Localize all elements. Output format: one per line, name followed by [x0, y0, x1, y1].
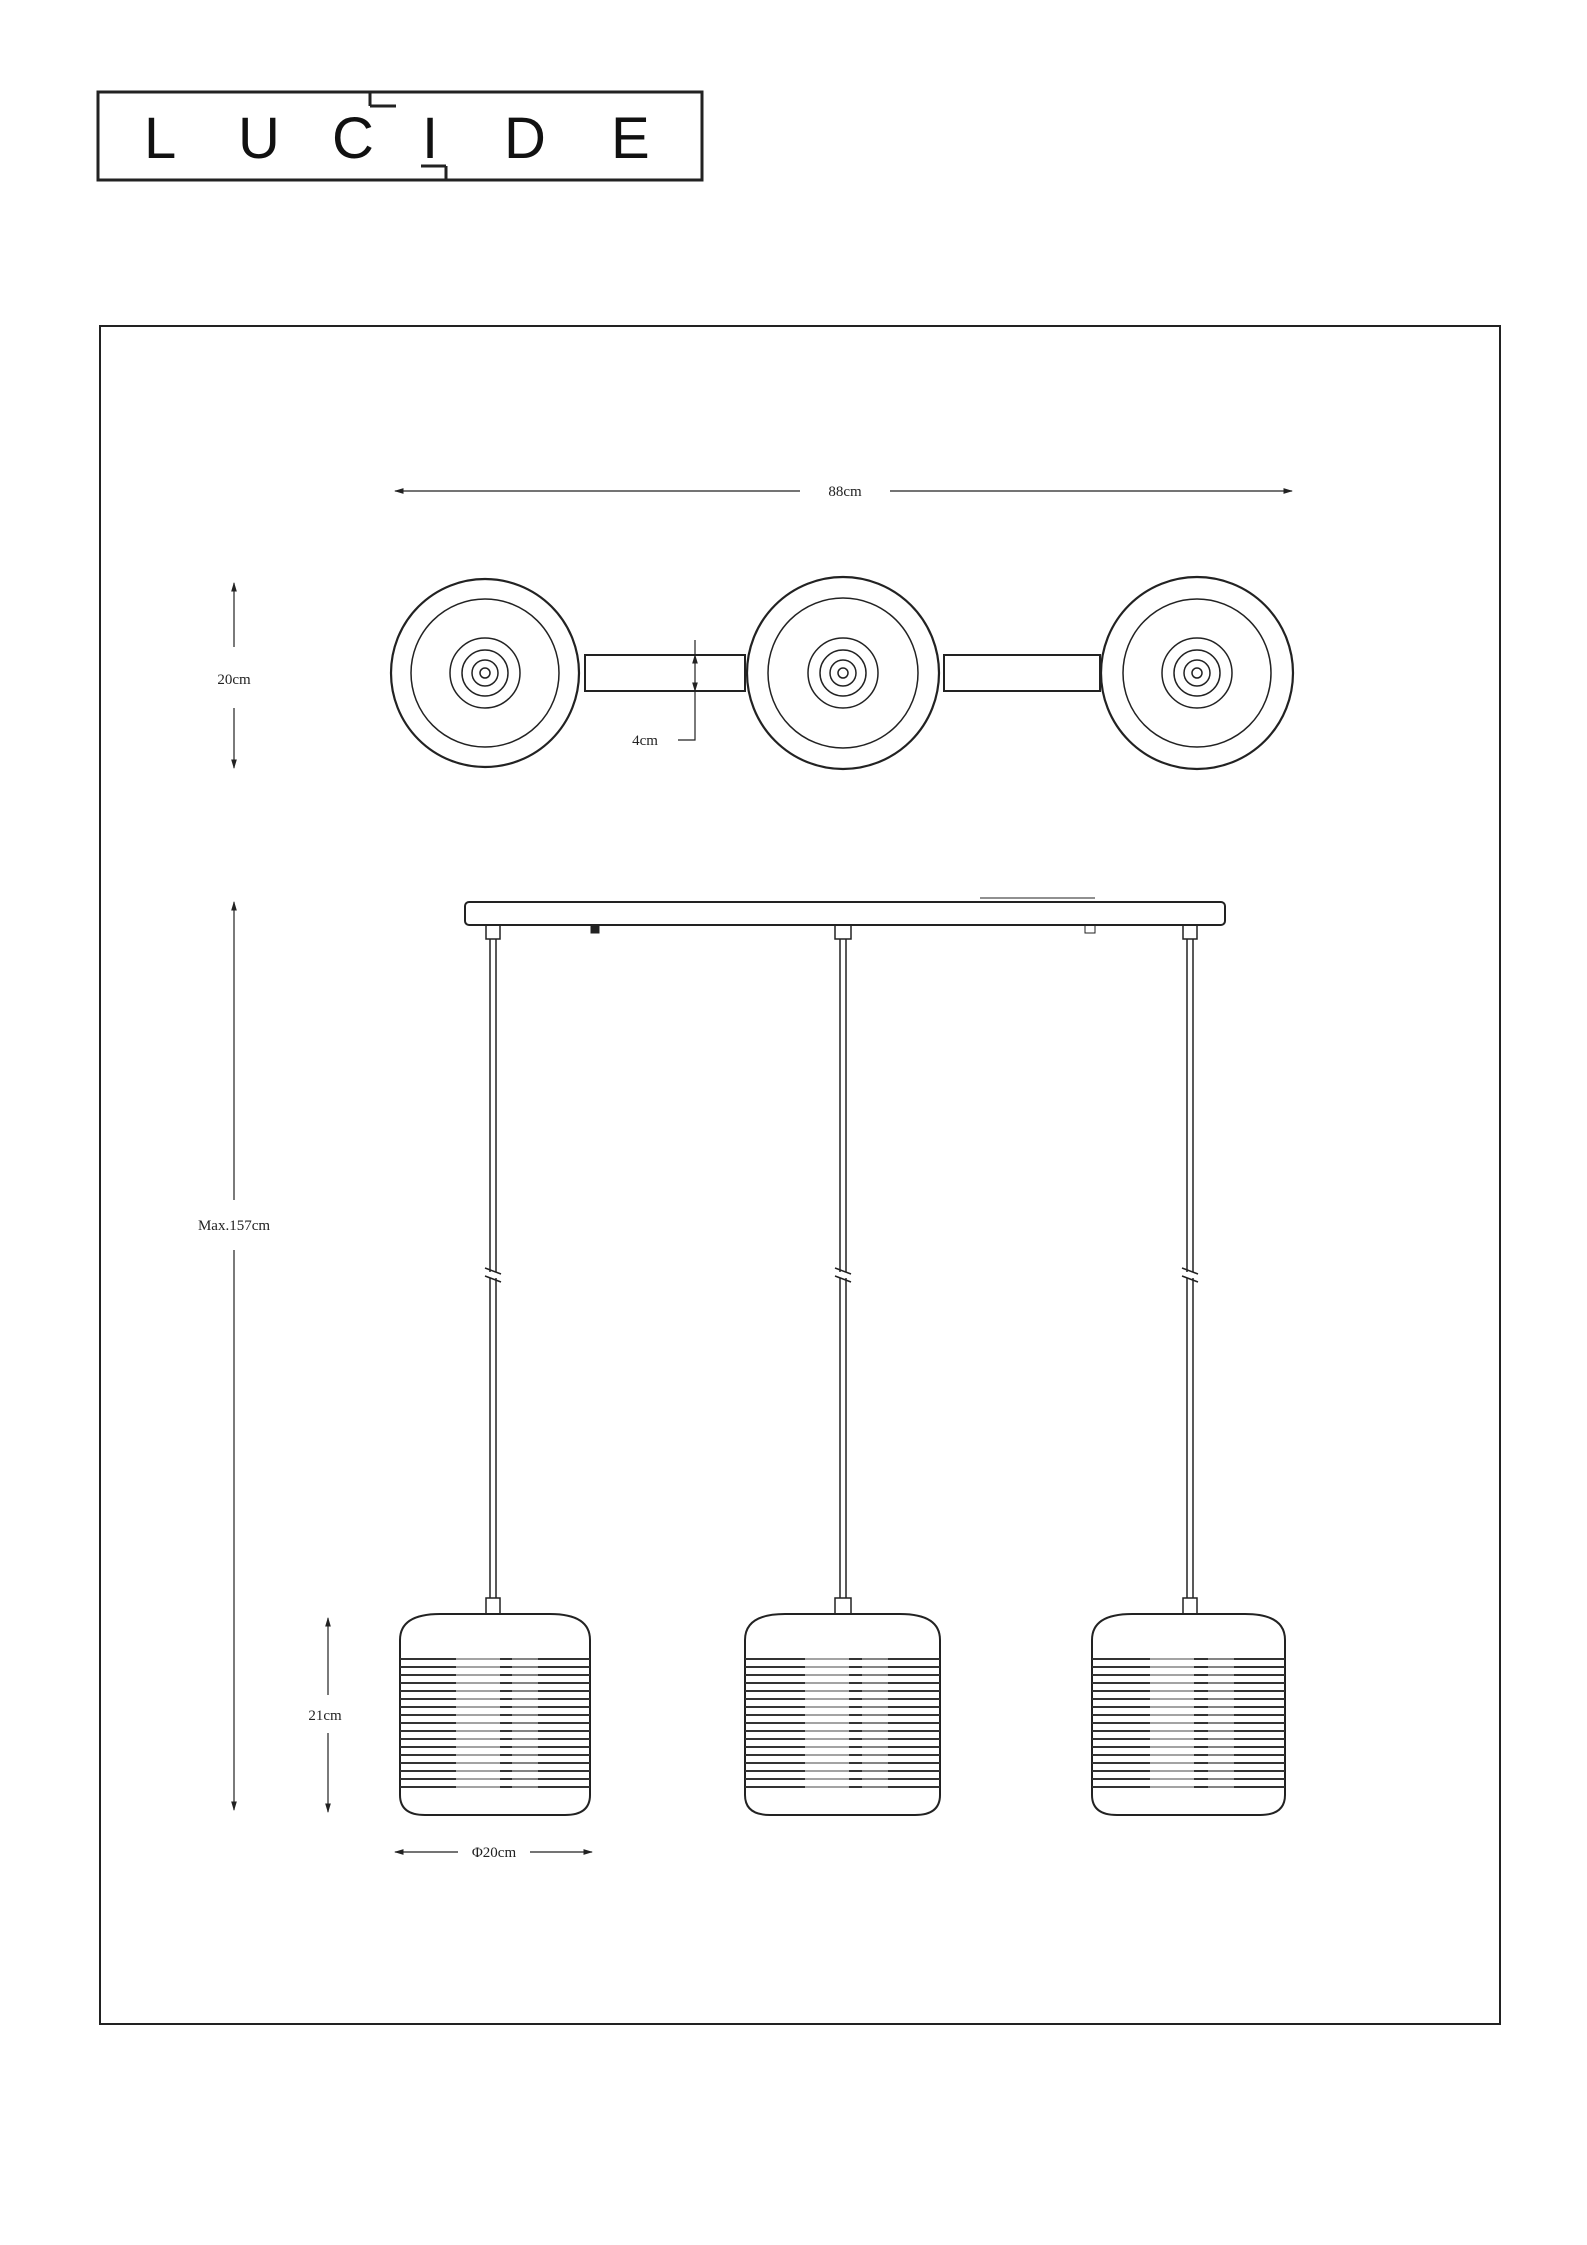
canopy-center — [747, 577, 939, 769]
shade-left — [400, 1614, 590, 1815]
ceiling-bar — [465, 902, 1225, 925]
ceiling-bar-screw-right — [1085, 925, 1095, 933]
bar-width-leader — [678, 691, 695, 740]
canopy-right — [1101, 577, 1293, 769]
pendant-left — [485, 925, 501, 1614]
canopy-left — [391, 579, 579, 767]
shade-height-dimension-label: 21cm — [308, 1708, 342, 1724]
connector-bar-right — [944, 655, 1100, 691]
shade-diameter-dimension-label: Φ20cm — [472, 1845, 517, 1861]
top-view — [234, 491, 1293, 769]
front-view — [234, 898, 1285, 1852]
max-height-dimension-label: Max.157cm — [198, 1218, 270, 1234]
pendant-center — [835, 925, 851, 1614]
shade-right — [1092, 1614, 1285, 1815]
connector-bar-left — [585, 655, 745, 691]
pendant-right — [1182, 925, 1198, 1614]
shade-center — [745, 1614, 940, 1815]
bar-width-dimension-label: 4cm — [632, 733, 658, 749]
length-dimension-label: 88cm — [828, 484, 862, 500]
ceiling-bar-screw-left — [591, 925, 599, 933]
depth-dimension-label: 20cm — [217, 672, 251, 688]
